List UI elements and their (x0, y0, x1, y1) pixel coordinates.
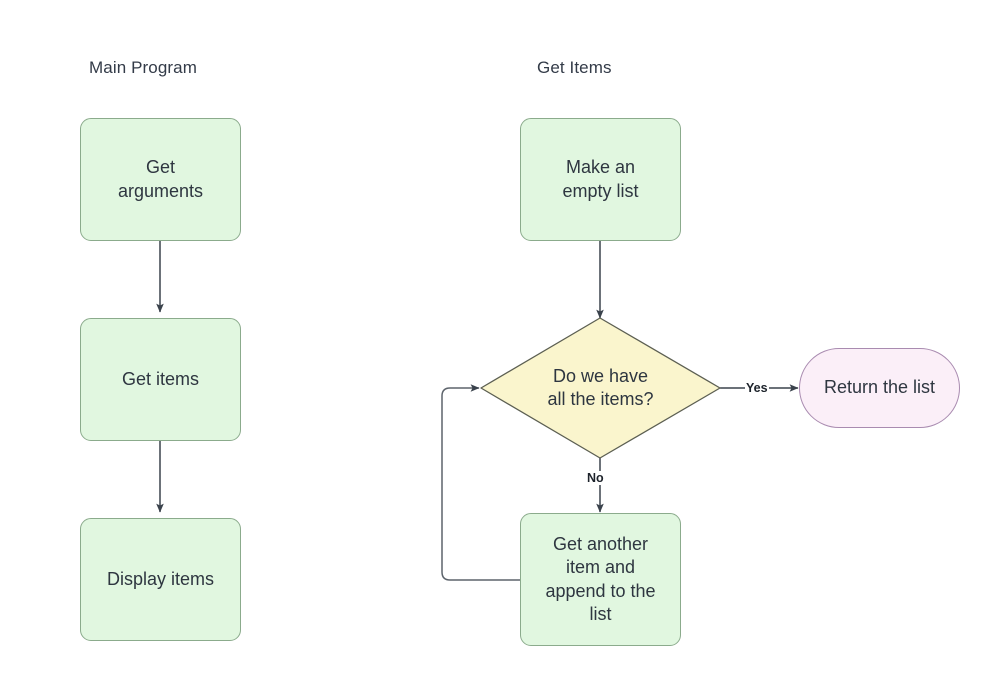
node-have-all-items-shape[interactable] (480, 317, 721, 459)
column-title-main-program: Main Program (89, 58, 197, 77)
node-display-items[interactable]: Display items (80, 518, 241, 641)
node-get-items[interactable]: Get items (80, 318, 241, 441)
column-title-get-items: Get Items (537, 58, 612, 77)
edge-get-another-item-loop-to-decision (441, 384, 520, 581)
edge-label-no: No (586, 471, 605, 485)
node-return-the-list[interactable]: Return the list (799, 348, 960, 428)
edge-label-yes: Yes (745, 381, 769, 395)
